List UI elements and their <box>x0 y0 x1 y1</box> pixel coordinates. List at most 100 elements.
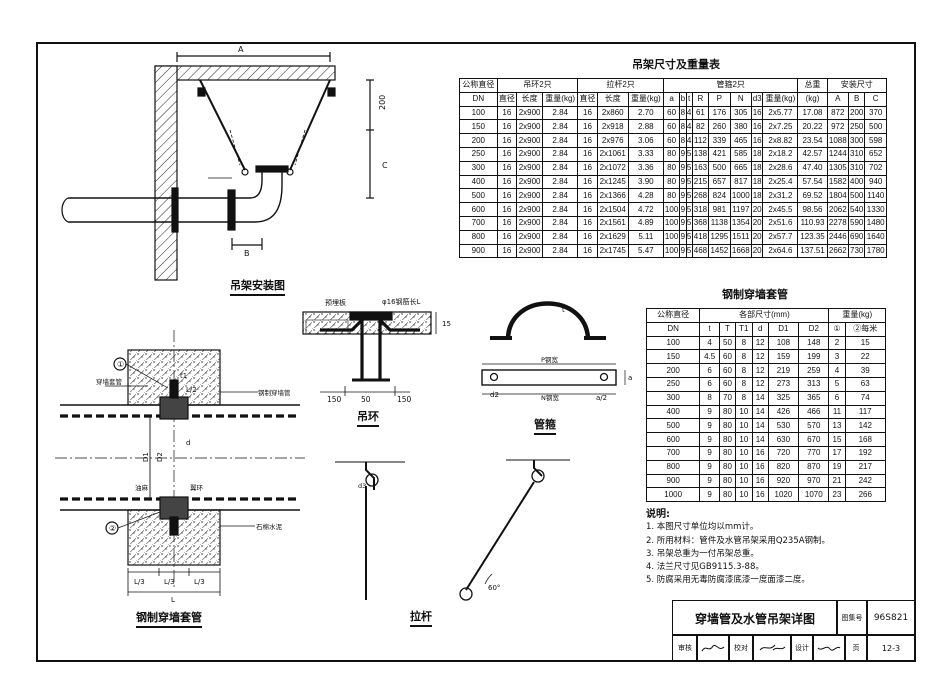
table-cell: 16 <box>577 243 598 259</box>
label-steel-sleeve: 钢制穿墙管 <box>258 388 291 397</box>
table-cell: 12 <box>751 335 769 351</box>
table-cell: 148 <box>798 335 830 351</box>
table-cell: 20 <box>751 202 764 217</box>
column-header: 长度 <box>516 91 544 107</box>
table-cell: 110.93 <box>797 215 828 231</box>
table-cell: 16 <box>496 174 518 190</box>
table-cell: 80 <box>718 432 736 447</box>
table-cell: 80 <box>662 188 681 204</box>
label-t: t <box>562 306 565 314</box>
table-cell: 300 <box>847 133 866 148</box>
signature-mark <box>759 644 786 651</box>
label-sleeve: 穿墙套管 <box>96 377 123 386</box>
table-cell: 690 <box>847 229 866 245</box>
column-header: R <box>691 91 710 107</box>
label-l: L <box>171 596 175 604</box>
table-cell: 21 <box>828 473 846 489</box>
column-header: T1 <box>734 321 753 337</box>
table-cell: 250 <box>847 119 866 135</box>
table-cell: 820 <box>767 459 800 475</box>
table-cell: 16 <box>496 188 518 204</box>
table-cell: 47.40 <box>797 160 828 176</box>
table-cell: 142 <box>844 418 886 434</box>
table-cell: 18 <box>751 146 764 162</box>
table-cell: 17.08 <box>797 105 828 121</box>
caption-install: 吊架安装图 <box>230 277 285 296</box>
hanger-ring-drawing <box>302 311 437 396</box>
caption-sleeve: 钢制穿墙套管 <box>136 609 202 628</box>
table-cell: 215 <box>691 174 710 190</box>
label-steel-rod: φ16钢筋长L <box>382 297 421 306</box>
table-cell: 10 <box>734 473 753 489</box>
column-header: DN <box>459 91 498 107</box>
table-cell: 200 <box>645 363 701 378</box>
table-cell: 2x900 <box>516 202 544 217</box>
table-cell: 150 <box>459 119 498 135</box>
label-50: 50 <box>361 395 371 404</box>
table-cell: 2x51.6 <box>762 215 799 231</box>
column-header: 重量(kg) <box>762 91 799 107</box>
table-cell: 500 <box>645 418 701 434</box>
column-header: T <box>718 321 736 337</box>
table-cell: 200 <box>459 133 498 148</box>
table-cell: 23 <box>828 487 846 503</box>
table-cell: 5 <box>685 202 693 217</box>
table-cell: 16 <box>496 215 518 231</box>
table-cell: 9 <box>699 404 720 420</box>
table-cell: 1452 <box>708 243 731 259</box>
table-cell: 4.72 <box>627 202 664 217</box>
table-cell: 1582 <box>826 174 850 190</box>
table-cell: 2x31.2 <box>762 188 799 204</box>
table-cell: 318 <box>691 202 710 217</box>
group-header: 吊环2只 <box>496 78 579 93</box>
table-cell: 16 <box>751 119 764 135</box>
table-cell: 16 <box>496 229 518 245</box>
atlas-number: 96S821 <box>866 600 916 636</box>
table-cell: 5 <box>685 215 693 231</box>
table-cell: 2.88 <box>627 119 664 135</box>
table-cell: 250 <box>645 376 701 392</box>
table-cell: 1780 <box>864 243 887 259</box>
notes: 说明: 1. 本图尺寸单位均以mm计。 2. 所用材料：管件及水管吊架采用Q23… <box>646 508 830 588</box>
table-cell: 16 <box>577 174 598 190</box>
table-cell: 5.47 <box>627 243 664 259</box>
table-cell: 242 <box>844 473 886 489</box>
label-d3-left: d3 <box>358 482 366 490</box>
table-cell: 300 <box>645 390 701 406</box>
table-cell: 3.33 <box>627 146 664 162</box>
table-cell: 500 <box>708 160 731 176</box>
table-cell: 2.84 <box>542 146 579 162</box>
group-header: 公称直径 <box>645 308 701 323</box>
table-cell: 2x8.82 <box>762 133 799 148</box>
table-cell: 702 <box>864 160 887 176</box>
label-a-lower: a <box>628 374 632 382</box>
table-cell: 80 <box>718 418 736 434</box>
table-cell: 670 <box>798 432 830 447</box>
table-cell: 63 <box>844 376 886 392</box>
table-cell: 2.84 <box>542 215 579 231</box>
table-cell: 665 <box>729 160 753 176</box>
table-cell: 2.84 <box>542 160 579 176</box>
table-cell: 69.52 <box>797 188 828 204</box>
table-cell: 80 <box>662 174 681 190</box>
table-cell: 12 <box>751 349 769 365</box>
table-cell: 10 <box>734 459 753 475</box>
table-cell: 1511 <box>729 229 753 245</box>
table-cell: 168 <box>844 432 886 447</box>
table-cell: 2x1245 <box>596 174 629 190</box>
table-cell: 23.54 <box>797 133 828 148</box>
table-cell: 657 <box>708 174 731 190</box>
table-cell: 16 <box>496 119 518 135</box>
label-c: C <box>382 161 388 170</box>
